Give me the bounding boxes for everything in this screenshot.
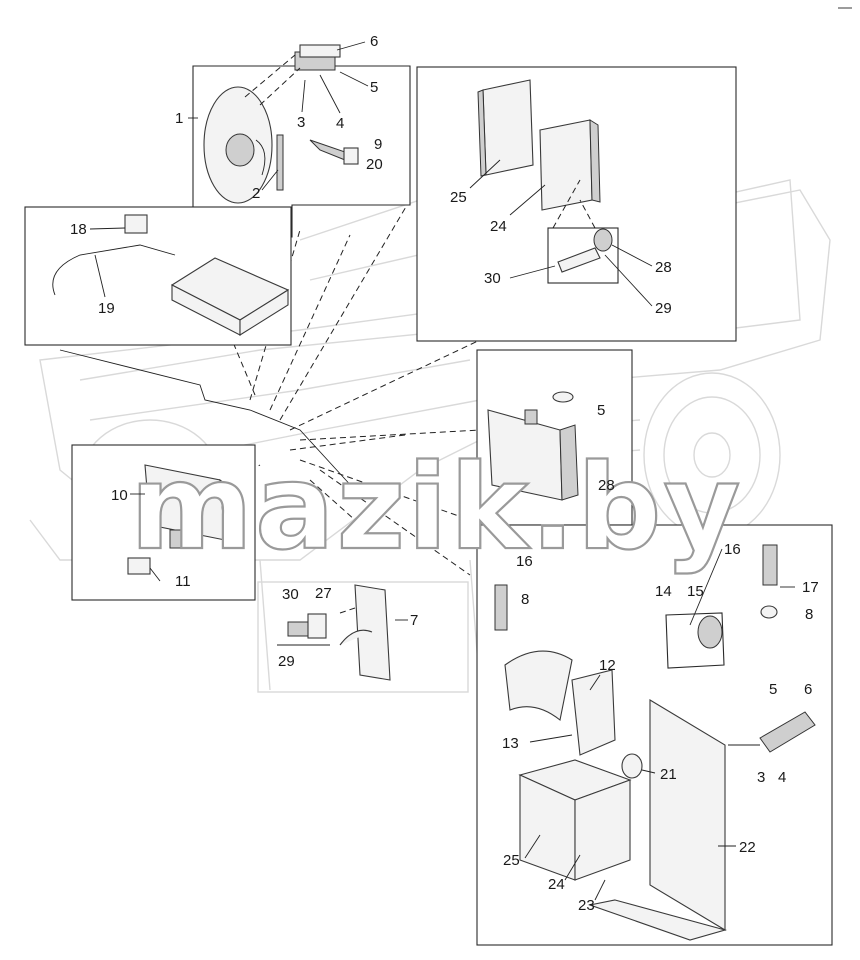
callout-15: 15 — [687, 583, 704, 600]
callout-8: 8 — [805, 606, 813, 623]
callout-4: 4 — [336, 115, 344, 132]
callout-23: 23 — [578, 897, 595, 914]
callout-17: 17 — [802, 579, 819, 596]
callout-6: 6 — [804, 681, 812, 698]
callout-20: 20 — [366, 156, 383, 173]
callout-24: 24 — [490, 218, 507, 235]
watermark-text: mazik.by — [130, 438, 742, 576]
callout-5: 5 — [370, 79, 378, 96]
callout-3: 3 — [297, 114, 305, 131]
callout-24: 24 — [548, 876, 565, 893]
callout-4: 4 — [778, 769, 786, 786]
routing-lines — [59, 199, 481, 576]
detail-box-battery-housing — [476, 524, 833, 946]
callout-30: 30 — [484, 270, 501, 287]
callout-25: 25 — [450, 189, 467, 206]
detail-bracket-mount — [277, 584, 391, 681]
callout-9: 9 — [374, 136, 382, 153]
callout-19: 19 — [98, 300, 115, 317]
callout-28: 28 — [598, 477, 615, 494]
callout-25: 25 — [503, 852, 520, 869]
callout-7: 7 — [410, 612, 418, 629]
callout-22: 22 — [739, 839, 756, 856]
callout-10: 10 — [111, 487, 128, 504]
callout-11: 11 — [175, 573, 191, 590]
callout-29: 29 — [655, 300, 672, 317]
detail-box-harness — [24, 206, 292, 346]
callout-6: 6 — [370, 33, 378, 50]
callout-1: 1 — [175, 110, 183, 127]
detail-box-front-lamp — [71, 444, 256, 601]
callout-16: 16 — [724, 541, 741, 558]
callout-8: 8 — [521, 591, 529, 608]
callout-12: 12 — [599, 657, 616, 674]
callout-labels: 1 2 3 4 5 6 9 20 18 19 25 24 28 29 30 5 … — [70, 33, 819, 914]
callout-13: 13 — [502, 735, 519, 752]
callout-5: 5 — [597, 402, 605, 419]
detail-box-side-lamp — [476, 349, 633, 526]
callout-18: 18 — [70, 221, 87, 238]
callout-29: 29 — [278, 653, 295, 670]
leader-lines — [89, 41, 795, 901]
callout-2: 2 — [252, 185, 260, 202]
callout-14: 14 — [655, 583, 672, 600]
callout-30: 30 — [282, 586, 299, 603]
callout-21: 21 — [660, 766, 677, 783]
callout-5: 5 — [769, 681, 777, 698]
callout-3: 3 — [757, 769, 765, 786]
callout-27: 27 — [315, 585, 332, 602]
callout-16: 16 — [516, 553, 533, 570]
callout-28: 28 — [655, 259, 672, 276]
detail-box-work-lamp — [416, 66, 737, 342]
